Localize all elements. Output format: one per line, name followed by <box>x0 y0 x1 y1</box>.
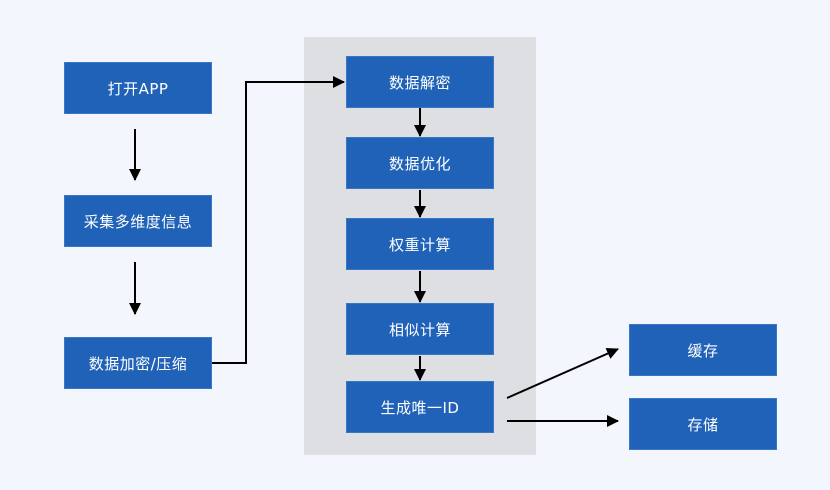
node-generate-id: 生成唯一ID <box>346 381 494 433</box>
node-weight-calc: 权重计算 <box>346 218 494 270</box>
node-storage: 存储 <box>629 398 777 450</box>
node-optimize: 数据优化 <box>346 137 494 189</box>
node-similarity-calc: 相似计算 <box>346 303 494 355</box>
node-decrypt: 数据解密 <box>346 56 494 108</box>
node-collect-info: 采集多维度信息 <box>64 195 212 247</box>
node-cache: 缓存 <box>629 324 777 376</box>
node-open-app: 打开APP <box>64 62 212 114</box>
node-encrypt-compress: 数据加密/压缩 <box>64 337 212 389</box>
